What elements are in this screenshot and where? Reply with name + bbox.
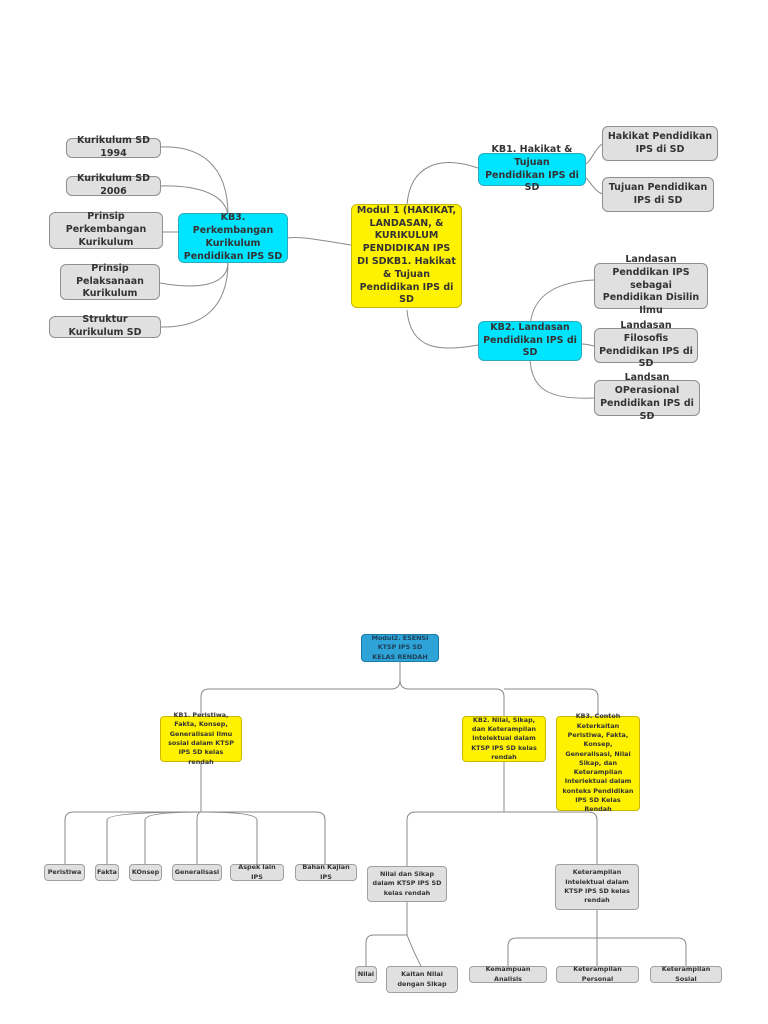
link-kb3-prinsip-pelaksanaan <box>159 261 229 287</box>
leaf-keterampilan-personal[interactable]: Keterampilan Personal <box>556 965 639 983</box>
leaf-tujuan-pendidikan[interactable]: Tujuan Pendidikan IPS di SD <box>602 177 714 212</box>
kb2-nilai-topic[interactable]: KB2. Nilai, Sikap, dan Keterampilan Inte… <box>462 716 546 762</box>
link-kb2-landasan2 <box>581 343 595 347</box>
link-kb2-landasan3 <box>529 355 595 399</box>
link-center-kb1 <box>406 162 479 206</box>
link-root-kb2 <box>399 679 505 716</box>
leaf-kaitan-nilai[interactable]: Kaitan Nilai dengan Sikap <box>386 966 458 993</box>
kb1-topic[interactable]: KB1. Hakikat & Tujuan Pendidikan IPS di … <box>478 144 586 193</box>
leaf-landasan-filosofis[interactable]: Landasan Filosofis Pendidikan IPS di SD <box>594 320 698 369</box>
keterampilan-intelektual-topic[interactable]: Keterampilan Intelektual dalam KTSP IPS … <box>555 864 639 910</box>
link-root-kb3 <box>504 688 599 716</box>
leaf-bahan-kajian[interactable]: Bahan Kajian IPS <box>295 863 357 881</box>
link-ket-analisis <box>507 937 597 966</box>
leaf-fakta[interactable]: Fakta <box>95 864 119 881</box>
leaf-hakikat-pendidikan[interactable]: Hakikat Pendidikan IPS di SD <box>602 126 718 161</box>
kb1-peristiwa-topic[interactable]: KB1. Peristiwa, Fakta, Konsep, Generalis… <box>160 711 242 766</box>
kb2-topic[interactable]: KB2. Landasan Pendidikan IPS di SD <box>478 321 582 361</box>
link-kb1-bahan <box>201 811 326 864</box>
link-root-bus <box>200 662 401 716</box>
link-kb1-generalisasi <box>196 811 202 864</box>
leaf-generalisasi[interactable]: Generalisasi <box>172 864 222 881</box>
central-topic[interactable]: Modul 1 (HAKIKAT, LANDASAN, & KURIKULUM … <box>351 204 462 308</box>
leaf-kurikulum-1994[interactable]: Kurikulum SD 1994 <box>66 135 161 159</box>
leaf-struktur-kurikulum[interactable]: Struktur Kurikulum SD <box>49 314 161 338</box>
leaf-prinsip-pelaksanaan[interactable]: Prinsip Pelaksanaan Kurikulum <box>60 263 160 300</box>
kb3-topic[interactable]: KB3. Perkembangan Kurikulum Pendidikan I… <box>178 212 288 263</box>
root-topic[interactable]: Modul2. ESENSI KTSP IPS SD KELAS RENDAH <box>361 634 439 662</box>
link-center-kb2 <box>406 309 479 349</box>
leaf-peristiwa[interactable]: Peristiwa <box>44 864 85 881</box>
leaf-prinsip-perkembangan[interactable]: Prinsip Perkembangan Kurikulum <box>49 211 163 249</box>
leaf-konsep[interactable]: KOnsep <box>129 864 162 881</box>
link-kb1-fakta <box>106 811 202 864</box>
link-kb1-tujuan <box>585 177 603 195</box>
link-kb2-nilaisikap <box>406 811 504 866</box>
link-kb2-landasan1 <box>529 279 595 331</box>
link-kb1-hakikat <box>585 143 603 165</box>
link-kb1-aspek <box>200 811 258 864</box>
link-ket-sosial <box>597 937 687 966</box>
link-kb3-kurikulum2006 <box>159 185 229 216</box>
leaf-landasan-disiplin-ilmu[interactable]: Landasan Penddikan IPS sebagai Pendidika… <box>594 254 708 316</box>
link-kb3-struktur <box>159 261 229 328</box>
link-kb1-konsep <box>144 811 202 864</box>
leaf-keterampilan-sosial[interactable]: Keterampilan Sosial <box>650 965 722 983</box>
link-kb1-peristiwa <box>64 811 201 864</box>
link-nilaisikap-kaitan <box>406 902 422 967</box>
leaf-kemampuan-analisis[interactable]: Kemampuan Analisis <box>469 965 547 983</box>
kb3-contoh-topic[interactable]: KB3. Contoh Keterkaitan Peristiwa, Fakta… <box>556 712 640 813</box>
leaf-nilai[interactable]: Nilai <box>355 966 377 983</box>
leaf-kurikulum-2006[interactable]: Kurikulum SD 2006 <box>66 173 161 197</box>
link-center-kb3 <box>287 237 352 246</box>
leaf-landasan-operasional[interactable]: Landsan OPerasional Pendidikan IPS di SD <box>594 372 700 422</box>
link-nilaisikap-nilai <box>365 902 408 966</box>
link-kb3-kurikulum1994 <box>159 146 229 216</box>
link-kb2-keterampilan <box>504 811 598 864</box>
leaf-aspek-lain[interactable]: Aspek lain IPS <box>230 863 284 881</box>
nilai-sikap-topic[interactable]: Nilai dan Sikap dalam KTSP IPS SD kelas … <box>367 866 447 902</box>
